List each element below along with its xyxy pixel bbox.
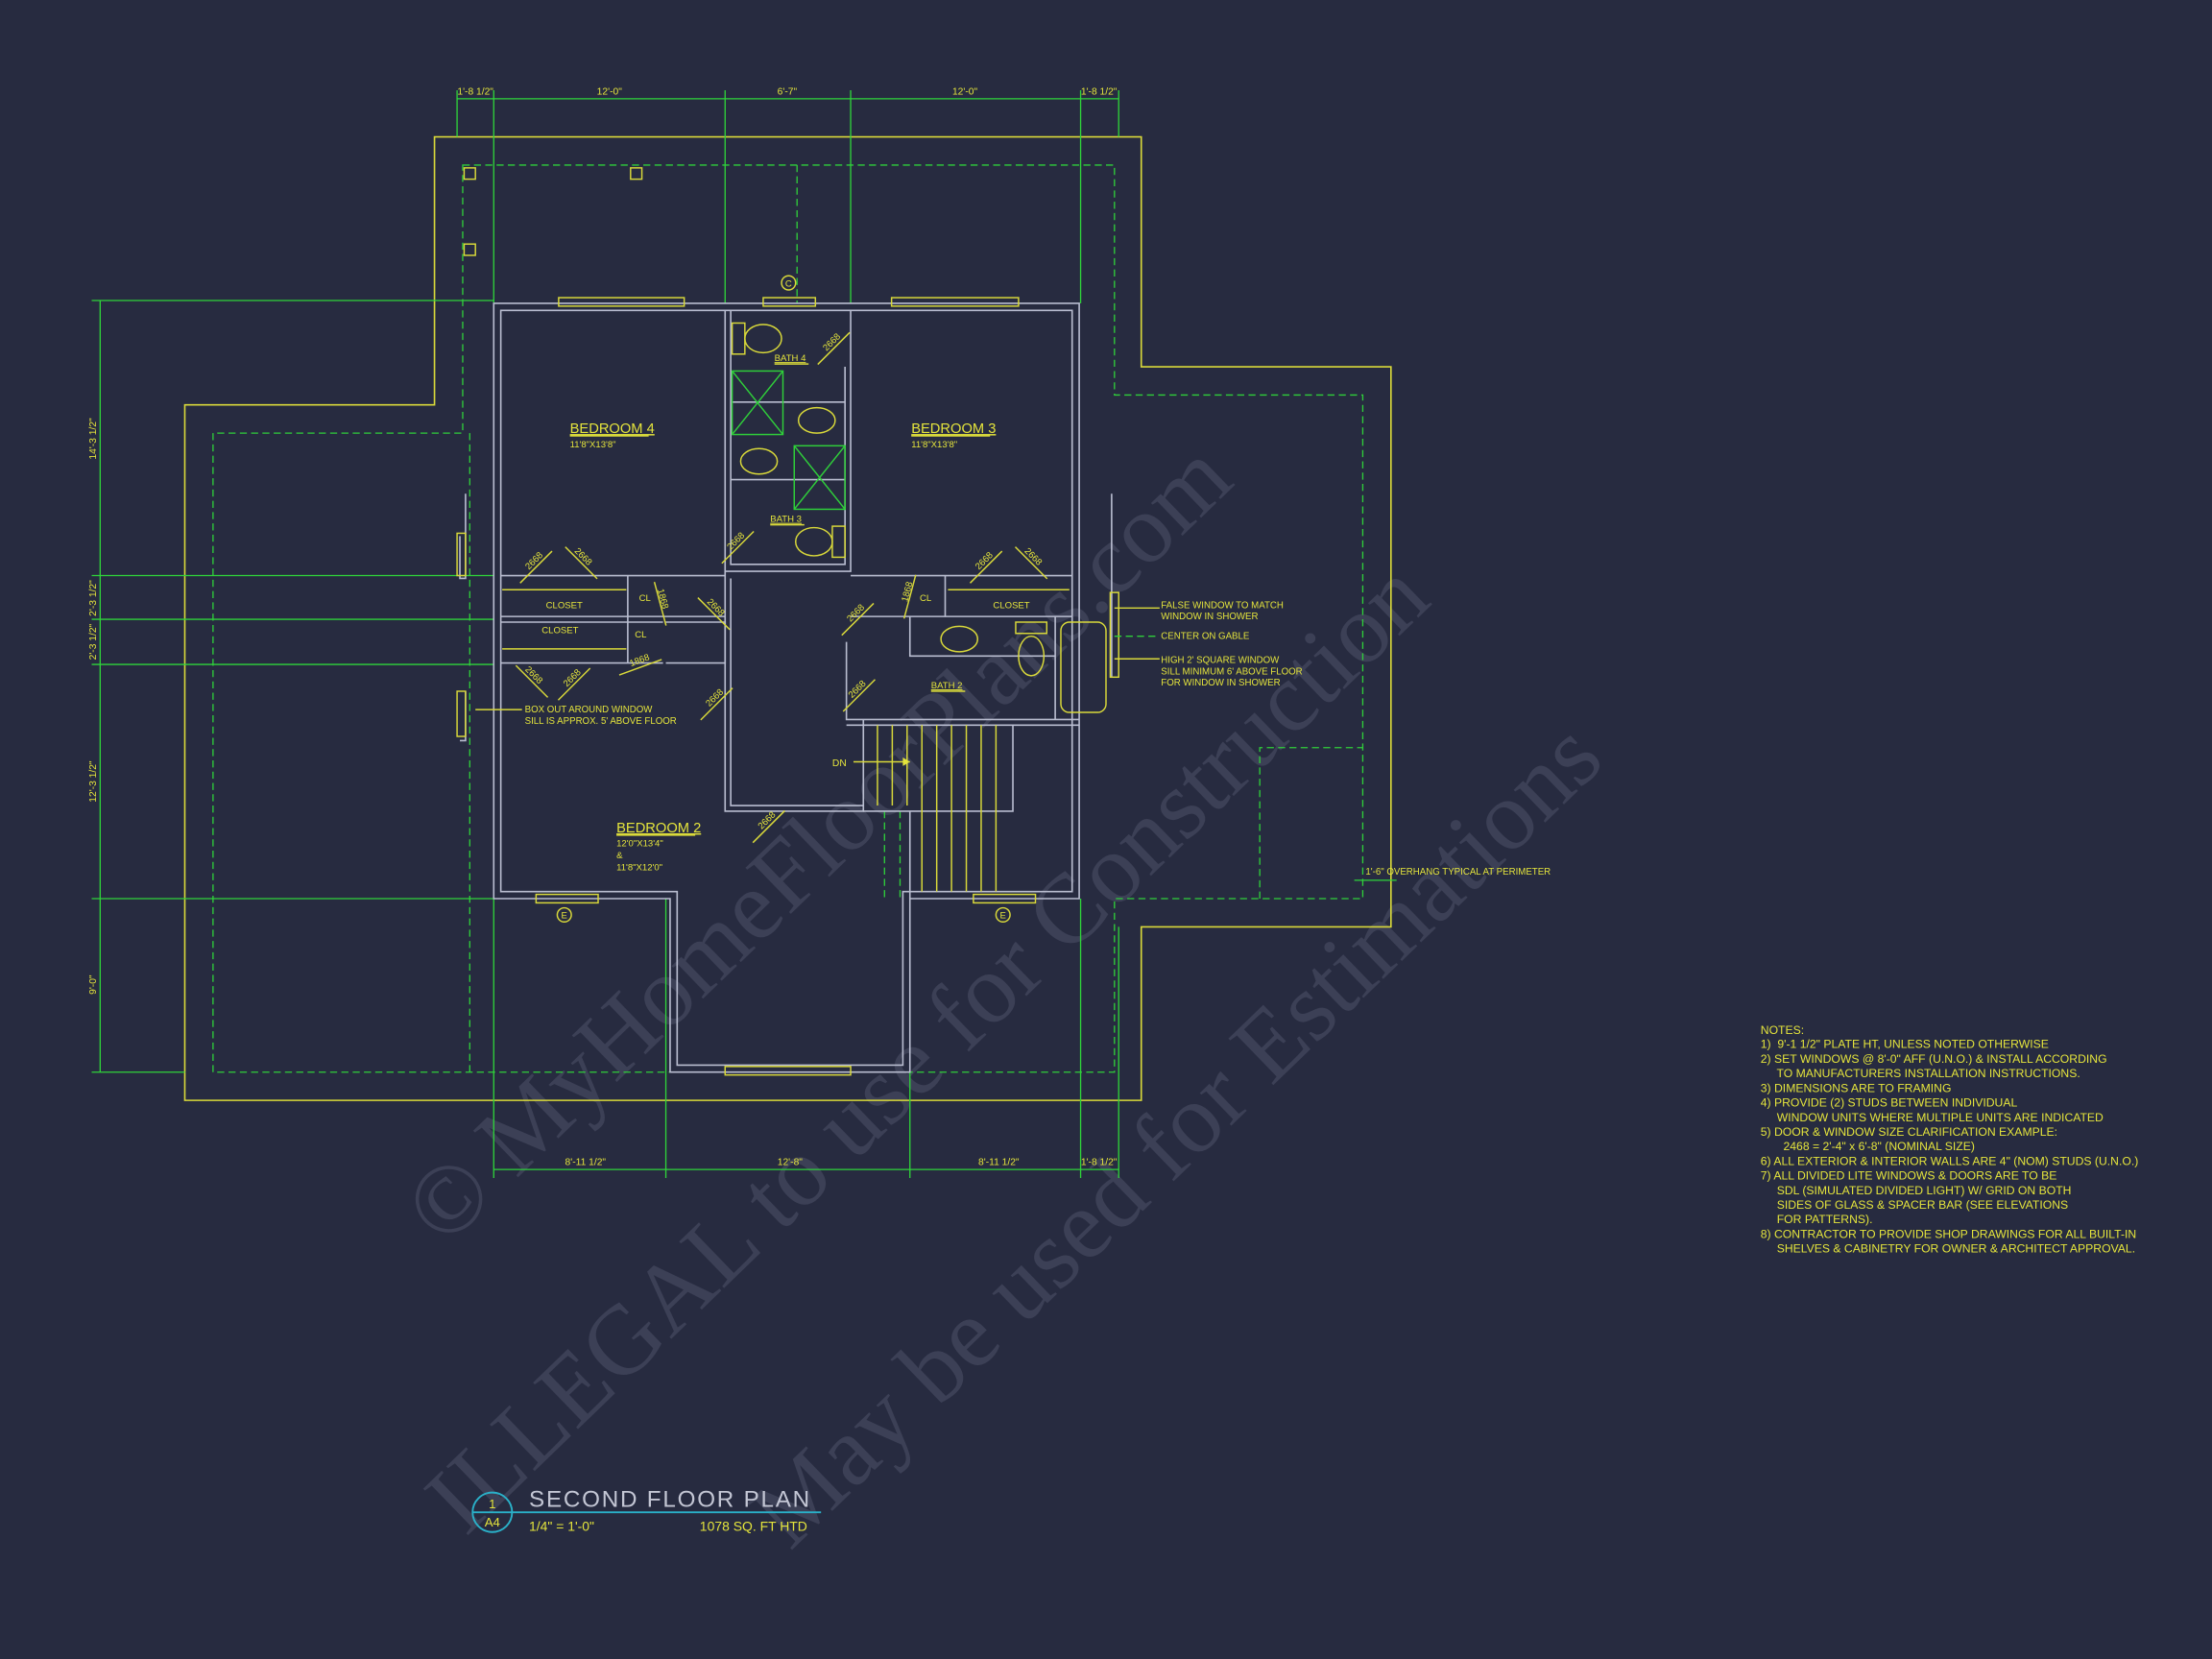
dimension-bottom: 8'-11 1/2" xyxy=(978,1158,1020,1168)
dimension-bottom: 8'-11 1/2" xyxy=(565,1158,607,1168)
room-name-bedroom-2: BEDROOM 2 xyxy=(616,821,701,836)
note-line: 5) DOOR & WINDOW SIZE CLARIFICATION EXAM… xyxy=(1761,1125,2057,1139)
dimension-top: 1'-8 1/2" xyxy=(457,86,493,97)
fixtures xyxy=(502,322,1107,713)
dimension-left: 2'-3 1/2" xyxy=(88,623,99,660)
room-labels: BEDROOM 4 11'8"X13'8" BEDROOM 3 11'8"X13'8"… xyxy=(570,353,997,873)
room-size-bedroom-2: 11'8"X12'0" xyxy=(616,863,662,874)
room-name-bath-2: BATH 2 xyxy=(931,681,963,691)
note-line: TO MANUFACTURERS INSTALLATION INSTRUCTIO… xyxy=(1761,1067,2080,1080)
dimension-left: 12'-3 1/2" xyxy=(88,760,99,803)
closet-label: CLOSET xyxy=(541,626,578,637)
closet-label: CL xyxy=(920,593,931,604)
room-name-bedroom-4: BEDROOM 4 xyxy=(570,421,655,437)
notes-title: NOTES: xyxy=(1761,1023,1804,1037)
window-tag-circle xyxy=(556,906,572,923)
walls xyxy=(459,302,1113,1073)
dimension-left: 9'-0" xyxy=(88,974,99,995)
title-block: 1 A4 SECOND FLOOR PLAN 1/4" = 1'-0" 1078… xyxy=(471,1486,822,1533)
callout-note-5: SILL IS APPROX. 5' ABOVE FLOOR xyxy=(525,716,677,727)
stair-dn-label: DN xyxy=(832,758,847,769)
note-line: SHELVES & CABINETRY FOR OWNER & ARCHITEC… xyxy=(1761,1242,2135,1256)
closet-label: CLOSET xyxy=(993,600,1029,611)
dimension-bottom: 12'-8" xyxy=(778,1158,804,1168)
note-line: 1) 9'-1 1/2" PLATE HT, UNLESS NOTED OTHE… xyxy=(1761,1038,2049,1051)
room-name-bedroom-3: BEDROOM 3 xyxy=(911,421,996,437)
callout-note-3: FOR WINDOW IN SHOWER xyxy=(1161,678,1280,688)
dimension-lines xyxy=(91,90,1397,1178)
callout-note-1: FALSE WINDOW TO MATCH xyxy=(1161,600,1284,611)
sheet-number: A4 xyxy=(485,1515,500,1529)
window-tag: C xyxy=(785,278,792,289)
dimension-top: 6'-7" xyxy=(778,86,798,97)
window-tags: C E E xyxy=(556,275,1011,923)
closet-label: CLOSET xyxy=(546,600,583,611)
callout-note-2: CENTER ON GABLE xyxy=(1161,632,1250,642)
drawing-title: SECOND FLOOR PLAN xyxy=(529,1486,811,1512)
note-line: 4) PROVIDE (2) STUDS BETWEEN INDIVIDUAL xyxy=(1761,1096,2018,1110)
callout-note-3: SILL MINIMUM 6' ABOVE FLOOR xyxy=(1161,666,1302,677)
closet-label: CL xyxy=(639,593,651,604)
note-line: 8) CONTRACTOR TO PROVIDE SHOP DRAWINGS F… xyxy=(1761,1227,2136,1240)
dimension-left: 2'-3 1/2" xyxy=(88,580,99,616)
room-name-bath-3: BATH 3 xyxy=(770,515,802,525)
dimension-left: 14'-3 1/2" xyxy=(88,418,99,460)
dimension-labels: 1'-8 1/2" 12'-0" 6'-7" 12'-0" 1'-8 1/2" 8'-11… xyxy=(88,86,1118,1167)
room-name-bath-4: BATH 4 xyxy=(775,353,806,364)
door-tag: 1868 xyxy=(900,581,915,603)
dimension-top: 1'-8 1/2" xyxy=(1081,86,1118,97)
note-line: WINDOW UNITS WHERE MULTIPLE UNITS ARE IN… xyxy=(1761,1111,2104,1124)
detail-number: 1 xyxy=(489,1497,495,1511)
room-size-bedroom-2: & xyxy=(616,851,623,861)
window-tag: E xyxy=(1000,911,1006,922)
window-tag-circle xyxy=(995,906,1011,923)
dimension-top: 12'-0" xyxy=(597,86,623,97)
window-tag: E xyxy=(562,911,567,922)
note-line: 3) DIMENSIONS ARE TO FRAMING xyxy=(1761,1081,1952,1094)
note-line: FOR PATTERNS). xyxy=(1761,1213,1873,1226)
windows xyxy=(456,297,1119,1076)
note-line: SDL (SIMULATED DIVIDED LIGHT) W/ GRID ON… xyxy=(1761,1184,2072,1197)
room-size-bedroom-3: 11'8"X13'8" xyxy=(911,440,957,450)
callout-note-3: HIGH 2' SQUARE WINDOW xyxy=(1161,656,1280,666)
roof-outline xyxy=(183,135,1392,1101)
closet-labels: CLOSET CLOSET CLOSET CL CL CL xyxy=(541,593,1030,640)
room-size-bedroom-4: 11'8"X13'8" xyxy=(570,440,616,450)
dimension-bottom: 1'-8 1/2" xyxy=(1081,1158,1118,1168)
closet-label: CL xyxy=(635,630,646,640)
room-size-bedroom-2: 12'0"X13'4" xyxy=(616,839,663,850)
door-tag: 1868 xyxy=(655,588,670,610)
dimension-top: 12'-0" xyxy=(952,86,978,97)
callout-note-5: BOX OUT AROUND WINDOW xyxy=(525,705,654,715)
note-line: 6) ALL EXTERIOR & INTERIOR WALLS ARE 4" … xyxy=(1761,1154,2138,1167)
note-line: 2468 = 2'-4" x 6'-8" (NOMINAL SIZE) xyxy=(1761,1140,1975,1153)
note-line: 7) ALL DIVIDED LITE WINDOWS & DOORS ARE … xyxy=(1761,1169,2057,1183)
note-line: SIDES OF GLASS & SPACER BAR (SEE ELEVATI… xyxy=(1761,1198,2068,1212)
roof-dashed-line xyxy=(212,164,1364,1073)
callout-note-4: 1'-6" OVERHANG TYPICAL AT PERIMETER xyxy=(1365,867,1551,878)
drawing-scale: 1/4" = 1'-0" xyxy=(529,1518,594,1533)
stairs xyxy=(877,725,998,892)
window-tag-circle xyxy=(781,275,797,291)
note-line: 2) SET WINDOWS @ 8'-0" AFF (U.N.O.) & IN… xyxy=(1761,1052,2107,1066)
callout-note-1: WINDOW IN SHOWER xyxy=(1161,612,1258,622)
heated-area: 1078 SQ. FT HTD xyxy=(700,1518,807,1533)
general-notes: NOTES: 1) 9'-1 1/2" PLATE HT, UNLESS NOT… xyxy=(1761,1023,2138,1256)
